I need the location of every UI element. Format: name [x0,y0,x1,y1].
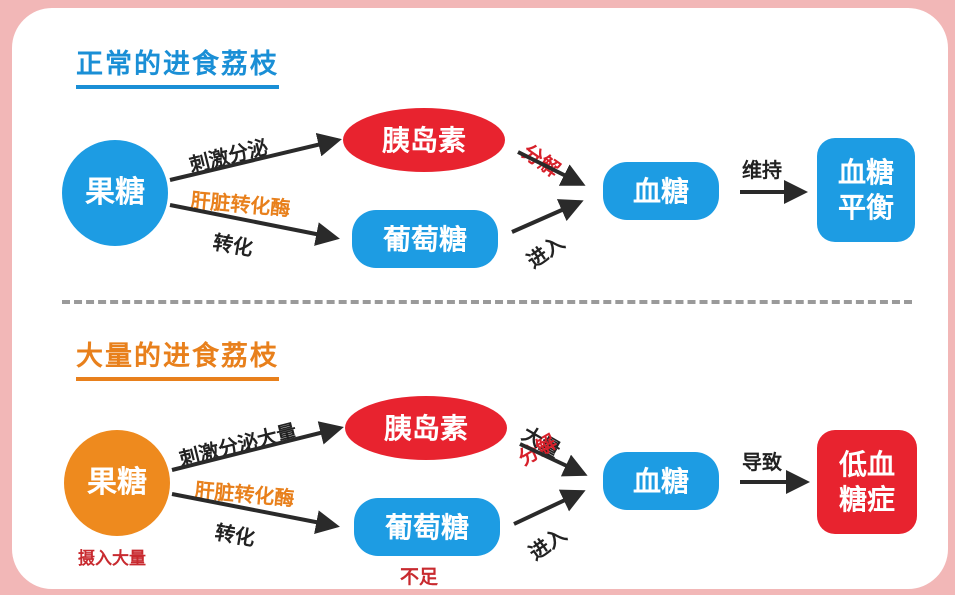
bottom-section-title: 大量的进食荔枝 [76,334,279,381]
top-blood-sugar-balance-node: 血糖 平衡 [817,138,915,242]
bottom-glucose-node: 葡萄糖 [354,498,500,556]
top-section-title: 正常的进食荔枝 [76,42,279,89]
bottom-fructose-node: 果糖 [64,430,170,536]
top-blood-sugar-node: 血糖 [603,162,719,220]
top-arrow-fructose-insulin [169,132,342,182]
bottom-edge-cause-label: 导致 [742,450,782,474]
top-edge-maintain-label: 维持 [742,158,782,182]
bottom-arrow-insulin-blood [519,442,588,477]
bottom-arrow-fructose-insulin [171,421,344,472]
top-fructose-node: 果糖 [62,140,168,246]
top-arrow-insulin-blood [517,150,586,186]
bottom-hypoglycemia-node: 低血 糖症 [817,430,917,534]
bottom-glucose-note: 不足 [400,566,439,588]
bottom-intake-note: 摄入大量 [78,549,146,569]
top-arrow-fructose-glucose [169,203,340,246]
bottom-arrow-glucose-blood [513,489,586,526]
section-divider [62,300,912,304]
bottom-blood-sugar-node: 血糖 [603,452,719,510]
bottom-arrow-fructose-glucose [171,492,340,534]
bottom-insulin-node: 胰岛素 [345,396,507,460]
top-glucose-node: 葡萄糖 [352,210,498,268]
top-insulin-node: 胰岛素 [343,108,505,172]
top-arrow-glucose-blood [511,199,584,234]
